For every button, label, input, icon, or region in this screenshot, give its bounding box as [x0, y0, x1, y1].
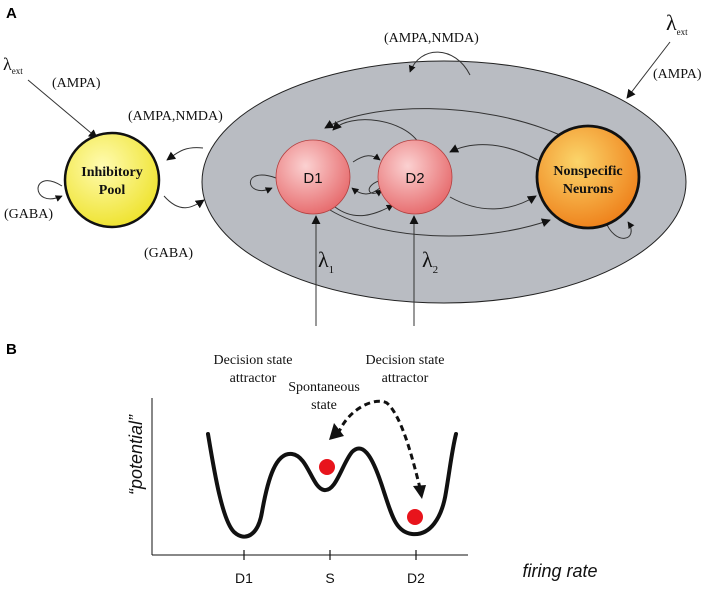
lambda-ext-left: λext [3, 54, 23, 76]
x-axis-label: firing rate [522, 561, 597, 581]
ampa-left-label: (AMPA) [52, 76, 101, 91]
gaba-left-label: (GABA) [4, 207, 53, 222]
panel-b-letter: B [6, 341, 17, 358]
attractor-left-label-1: Decision state [214, 353, 293, 368]
d1-to-ns-arc [329, 209, 551, 237]
d2-label: D2 [405, 170, 424, 187]
y-axis-label: “potential” [126, 414, 146, 495]
lambda-ext-right-arrow [626, 41, 671, 99]
ns-to-d1-arc [324, 108, 561, 136]
lambda-ext-right: λext [666, 10, 688, 37]
inhib-self-loop [37, 180, 63, 202]
d1-to-d2-bottom-arrow [334, 204, 394, 217]
d2-self-loop [368, 179, 383, 197]
d2-to-d1-top-arc [332, 119, 421, 146]
d1-to-d2-arrow [352, 153, 381, 163]
nonspecific-neurons-node [535, 124, 641, 230]
decision-ball [407, 509, 423, 525]
nonspecific-label-1: Nonspecific [553, 164, 622, 179]
ampa-right-label: (AMPA) [653, 67, 702, 82]
tick-label-d1: D1 [235, 570, 253, 586]
panel-a-letter: A [6, 5, 17, 22]
attractor-left-label-2: attractor [230, 371, 277, 386]
potential-curve [206, 432, 458, 539]
lambda-ext-left-arrow [27, 79, 98, 139]
ns-self-loop [604, 219, 635, 239]
inhibitory-pool-label-2: Pool [99, 183, 126, 198]
nonspecific-label-2: Neurons [563, 182, 614, 197]
excit-to-inhib-arrow [166, 147, 204, 161]
attractor-right-label-1: Decision state [366, 353, 445, 368]
d2-to-ns-arrow [449, 195, 537, 210]
spontaneous-label-2: state [311, 398, 337, 413]
ampa-nmda-left-label: (AMPA,NMDA) [128, 109, 223, 124]
spontaneous-label-1: Spontaneous [288, 380, 360, 395]
inhib-to-excit-arrow [163, 195, 205, 209]
attractor-right-label-2: attractor [382, 371, 429, 386]
spontaneous-ball [319, 459, 335, 475]
lambda-1-label: λ1 [318, 247, 334, 276]
ns-to-d2-arrow [449, 144, 539, 161]
gaba-bottom-label: (GABA) [144, 246, 193, 261]
d2-node [377, 139, 453, 215]
ampa-nmda-top-label: (AMPA,NMDA) [384, 31, 479, 46]
d1-node [275, 139, 351, 215]
inhibitory-pool-label-1: Inhibitory [81, 165, 142, 180]
tick-label-d2: D2 [407, 570, 425, 586]
transition-dashed-arrow [336, 399, 422, 489]
d1-label: D1 [303, 170, 322, 187]
lambda-2-label: λ2 [422, 247, 438, 276]
dashed-arrowhead-left [329, 423, 344, 440]
top-recurrent-loop [408, 51, 471, 76]
tick-label-s: S [325, 570, 334, 586]
dashed-arrowhead-right [413, 485, 426, 499]
d1-self-loop [250, 174, 277, 194]
inhibitory-pool-node [63, 131, 161, 229]
